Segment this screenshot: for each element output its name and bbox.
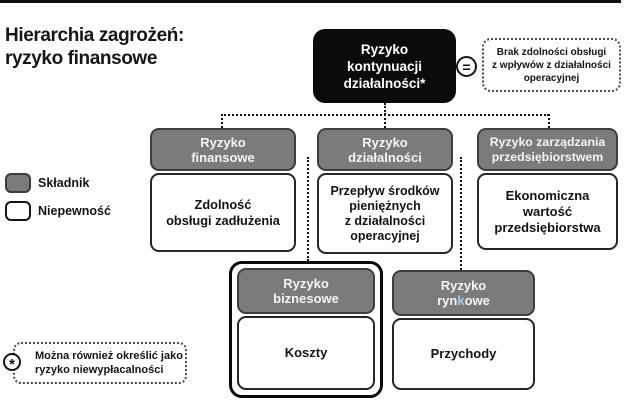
node-root-going-concern-risk: Ryzyko kontynuacji działalności*	[313, 29, 456, 103]
legend-component-label: Składnik	[38, 176, 90, 190]
market-risk-highlighted-letter: k	[457, 293, 465, 308]
legend-uncertainty-label: Niepewność	[38, 204, 111, 218]
asterisk-icon: *	[3, 353, 21, 373]
connector-stub-financial	[221, 114, 223, 128]
node-business-risk-emphasis-frame	[229, 261, 383, 398]
connector-market-up	[460, 157, 462, 270]
node-market-risk-body: Przychody	[392, 318, 535, 390]
legend-uncertainty-swatch	[5, 201, 31, 221]
node-financial-risk-header: Ryzyko finansowe	[150, 128, 296, 171]
equivalence-icon: =	[456, 56, 477, 77]
node-operational-risk-header: Ryzyko działalności	[317, 128, 453, 171]
node-business-risk-header: Ryzyko biznesowe	[237, 268, 375, 314]
market-risk-line2-pre: ryn	[437, 293, 458, 308]
connector-stub-operational	[384, 114, 386, 128]
node-management-risk-body: Ekonomiczna wartość przedsiębiorstwa	[477, 173, 618, 250]
node-financial-risk-body: Zdolność obsługi zadłużenia	[150, 173, 296, 252]
market-risk-line2-post: owe	[464, 293, 490, 308]
node-business-risk-body: Koszty	[237, 316, 375, 390]
bottom-rule	[0, 0, 621, 3]
equivalence-note-box: Brak zdolności obsługi z wpływów z dział…	[482, 38, 621, 92]
connector-stub-management	[548, 114, 550, 128]
market-risk-line1: Ryzyko	[440, 278, 487, 293]
figure-title: Hierarchia zagrożeń: ryzyko finansowe	[5, 25, 184, 69]
legend-component-swatch	[5, 173, 31, 193]
connector-root-down	[384, 103, 386, 115]
connector-business-up	[307, 157, 309, 261]
equivalence-symbol: =	[462, 58, 471, 75]
node-management-risk-header: Ryzyko zarządzania przedsiębiorstwem	[477, 128, 618, 171]
footnote-box: Można również określić jako ryzyko niewy…	[13, 342, 187, 384]
asterisk-symbol: *	[9, 355, 15, 373]
node-market-risk-header: Ryzyko rynkowe	[392, 270, 535, 316]
node-operational-risk-body: Przepływ środków pieniężnych z działalno…	[317, 173, 453, 254]
market-risk-header-label: Ryzyko rynkowe	[437, 278, 490, 308]
